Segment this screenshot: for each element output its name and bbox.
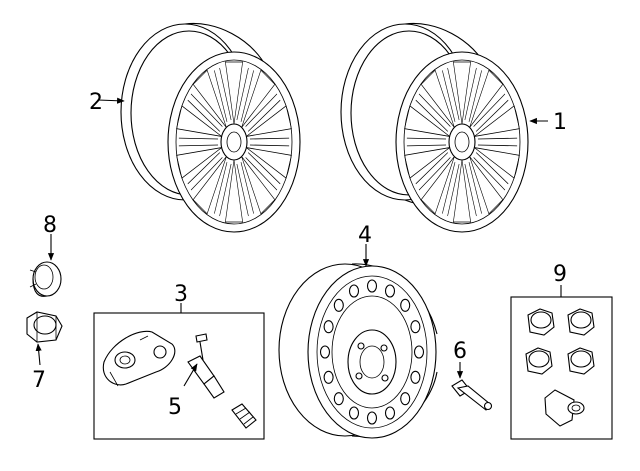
- tpms-screw: [195, 333, 208, 361]
- tpms-valve-stem: [187, 355, 225, 399]
- alloy-wheel-rear: [120, 22, 301, 233]
- vent-hole: [384, 284, 396, 298]
- vent-hole: [333, 392, 344, 406]
- callout-7: 7: [32, 368, 46, 393]
- vent-hole: [333, 298, 344, 312]
- vent-hole: [319, 345, 331, 359]
- alloy-wheel-front: [340, 22, 529, 233]
- rubber-valve-stem: [451, 379, 493, 411]
- vent-hole: [323, 370, 334, 384]
- tpms-sensor-box: [93, 312, 265, 440]
- vent-hole: [366, 411, 378, 425]
- vent-hole: [384, 406, 396, 420]
- vent-hole: [366, 279, 378, 293]
- lug-nut: [26, 311, 63, 343]
- vent-hole: [348, 284, 360, 298]
- center-cap: [29, 261, 62, 297]
- spare-steel-wheel: [278, 263, 438, 439]
- vent-hole: [413, 345, 425, 359]
- vent-hole: [400, 298, 411, 312]
- callout-3: 3: [174, 282, 188, 307]
- callout-9: 9: [553, 262, 567, 287]
- callout-6: 6: [453, 339, 467, 364]
- lock-nut: [567, 308, 595, 336]
- wheel-lock-kit-box: [510, 296, 613, 440]
- vent-hole: [410, 370, 421, 384]
- lock-nut: [525, 347, 553, 375]
- callout-4: 4: [358, 223, 372, 248]
- callout-5: 5: [168, 395, 182, 420]
- vent-hole: [348, 406, 360, 420]
- lock-nut: [567, 347, 595, 375]
- valve-cap: [231, 403, 257, 429]
- tpms-sensor: [102, 330, 176, 387]
- callout-8: 8: [43, 213, 57, 238]
- vent-holes: [319, 279, 425, 425]
- lock-key: [544, 389, 585, 427]
- vent-hole: [400, 392, 411, 406]
- vent-hole: [410, 320, 421, 334]
- callout-1: 1: [553, 110, 567, 135]
- callout-2: 2: [89, 90, 103, 115]
- vent-hole: [323, 320, 334, 334]
- lock-nut: [527, 308, 555, 336]
